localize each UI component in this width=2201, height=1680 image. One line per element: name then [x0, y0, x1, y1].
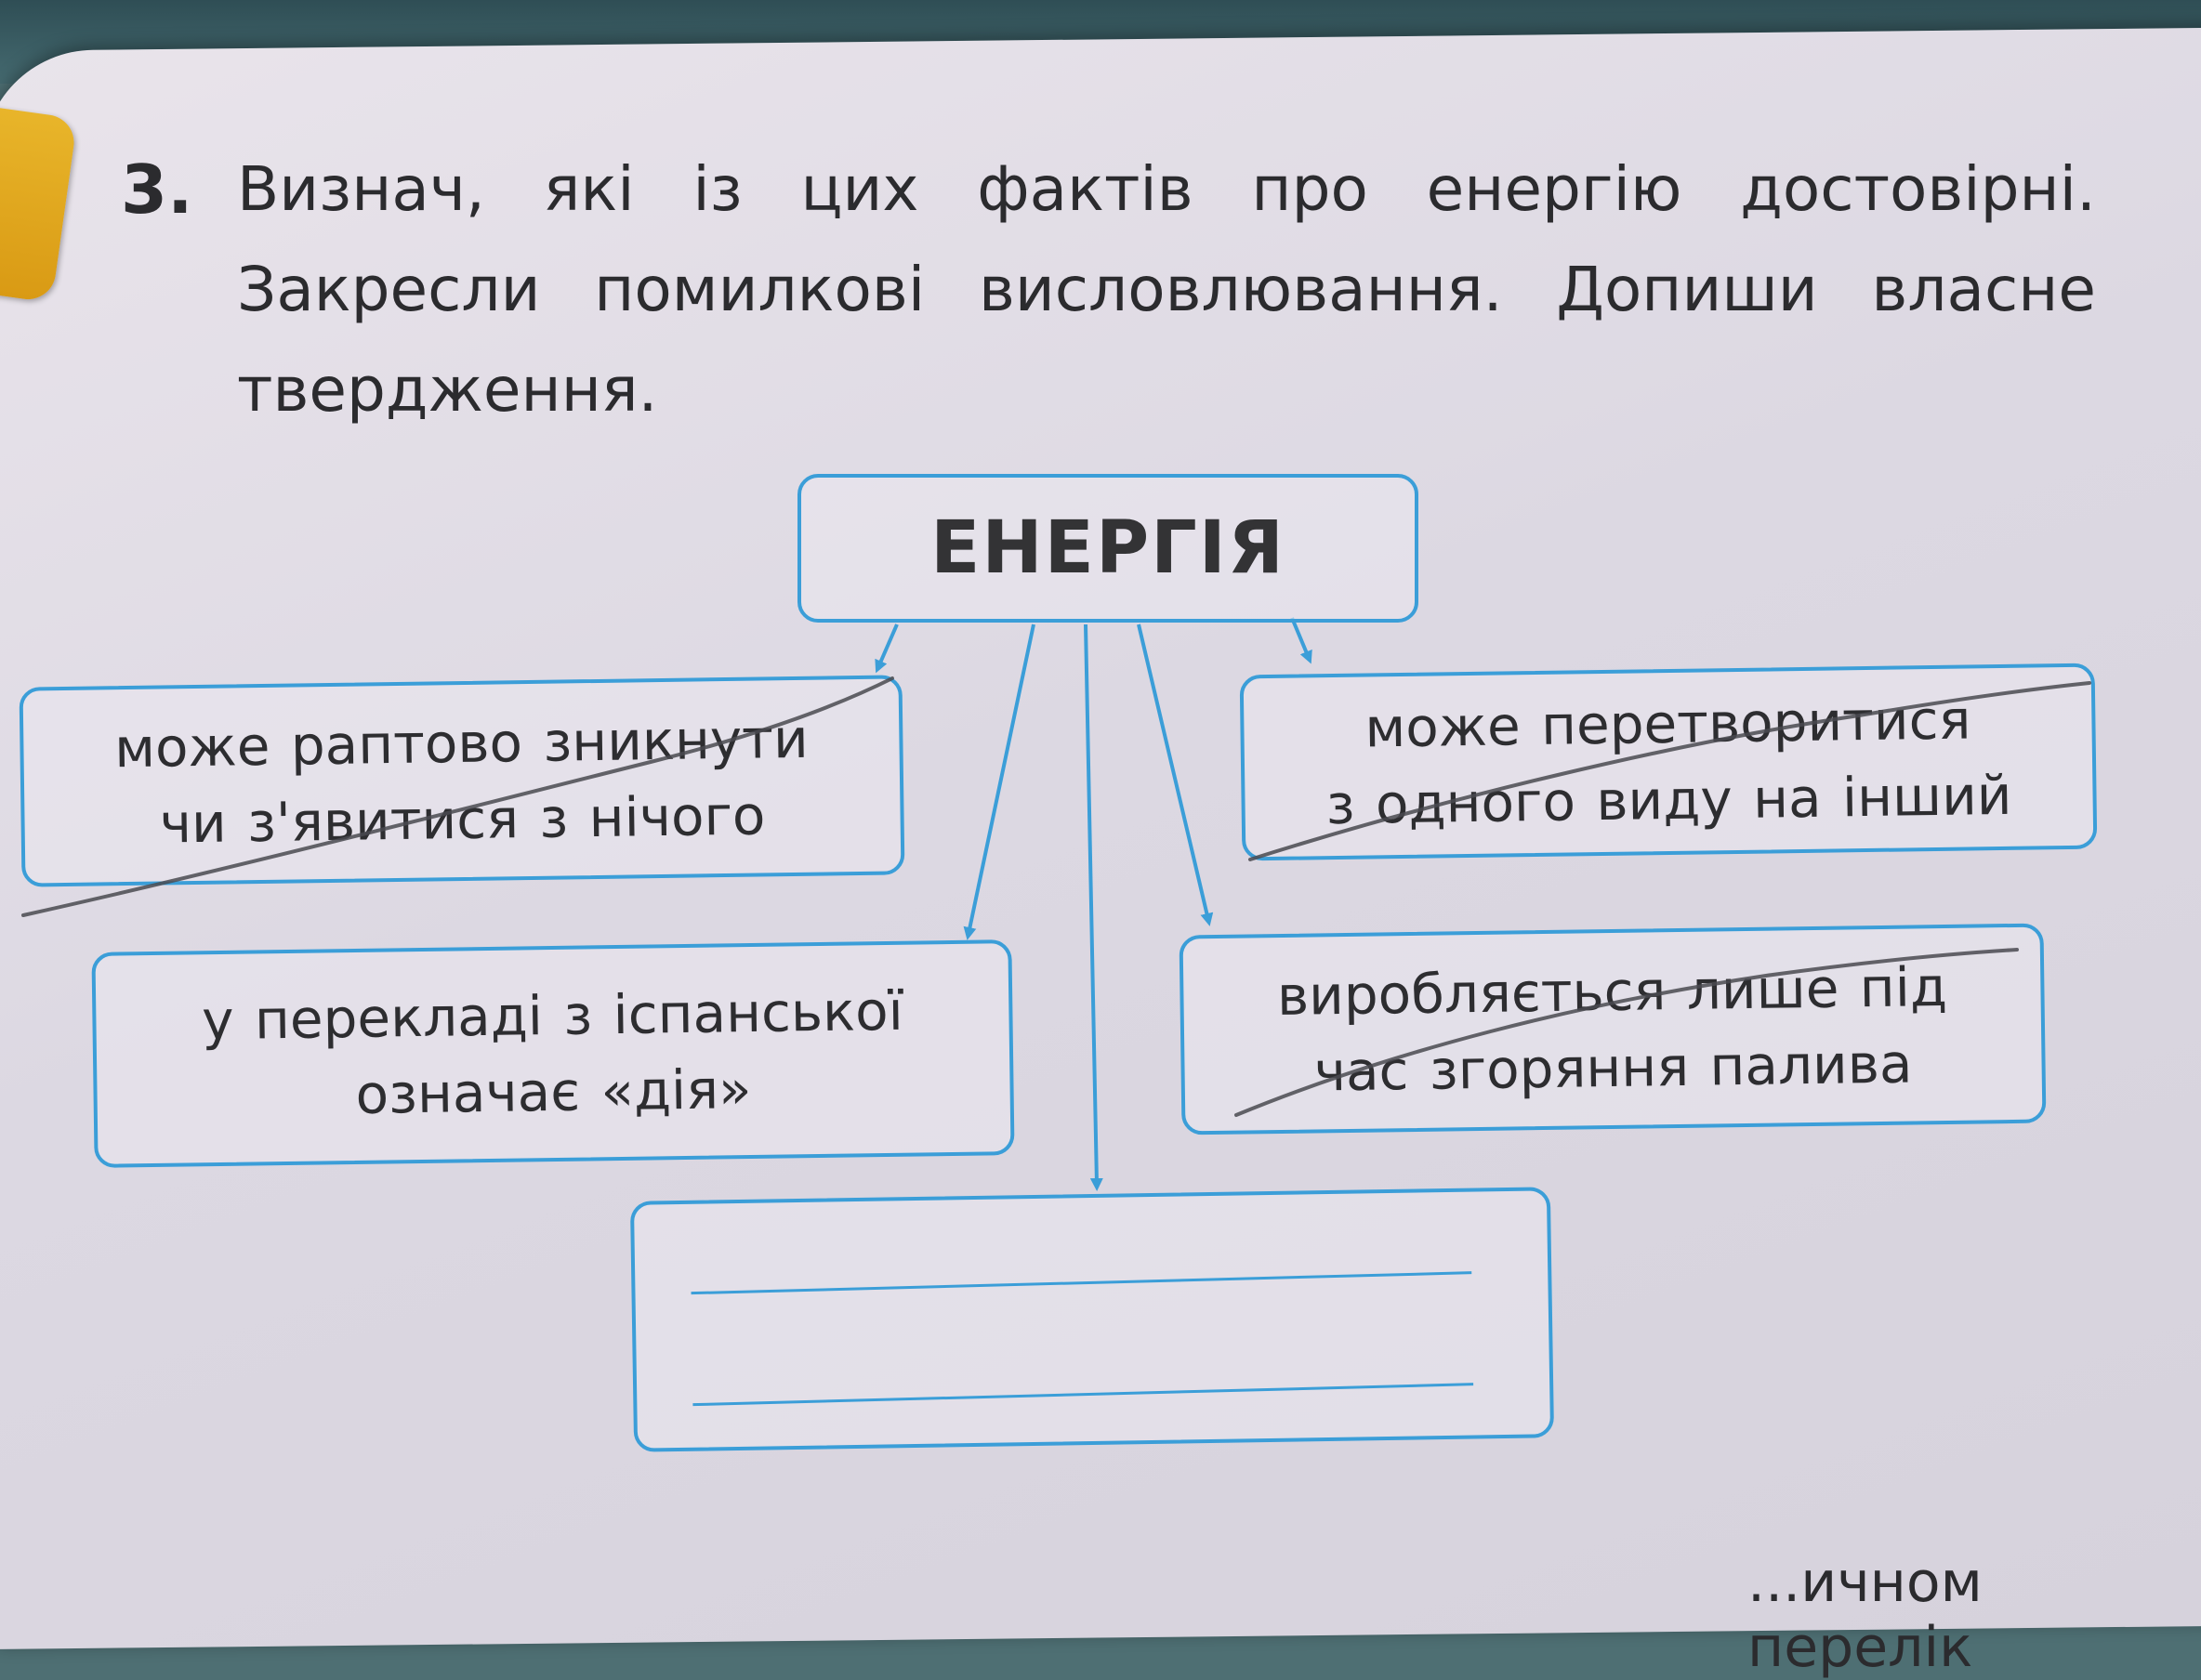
- fact-top-right-line-1: може перетворитися: [1364, 688, 1971, 760]
- energy-center-box: ЕНЕРГІЯ: [797, 474, 1418, 623]
- fact-box-bottom-left: у перекладі з іспанської означає «дія»: [91, 939, 1015, 1168]
- task-number: 3.: [121, 151, 193, 229]
- fact-box-top-left: може раптово зникнути чи з'явитися з ніч…: [19, 675, 905, 887]
- fact-bottom-right-line-1: виробляється лише під: [1276, 954, 1948, 1028]
- answer-line-1[interactable]: [691, 1271, 1472, 1295]
- energy-label: ЕНЕРГІЯ: [930, 506, 1285, 590]
- footer-partial-text: ...ичном перелік: [1747, 1550, 1983, 1680]
- answer-line-2[interactable]: [692, 1383, 1474, 1407]
- fact-bottom-right-line-2: час згоряння палива: [1313, 1031, 1913, 1103]
- own-statement-answer-box[interactable]: [629, 1187, 1555, 1452]
- fact-top-right-line-2: з одного виду на інший: [1325, 763, 2012, 837]
- fact-box-bottom-right: виробляється лише під час згоряння палив…: [1179, 923, 2047, 1135]
- fact-top-left-line-1: може раптово зникнути: [113, 706, 810, 780]
- task-instruction: Визнач, які із цих фактів про енергію до…: [237, 153, 2096, 426]
- fact-bottom-left-line-1: у перекладі з іспанської: [201, 978, 904, 1053]
- fact-box-top-right: може перетворитися з одного виду на інши…: [1239, 663, 2098, 861]
- fact-top-left-line-2: чи з'явитися з нічого: [159, 782, 766, 856]
- fact-bottom-left-line-2: означає «дія»: [355, 1057, 752, 1126]
